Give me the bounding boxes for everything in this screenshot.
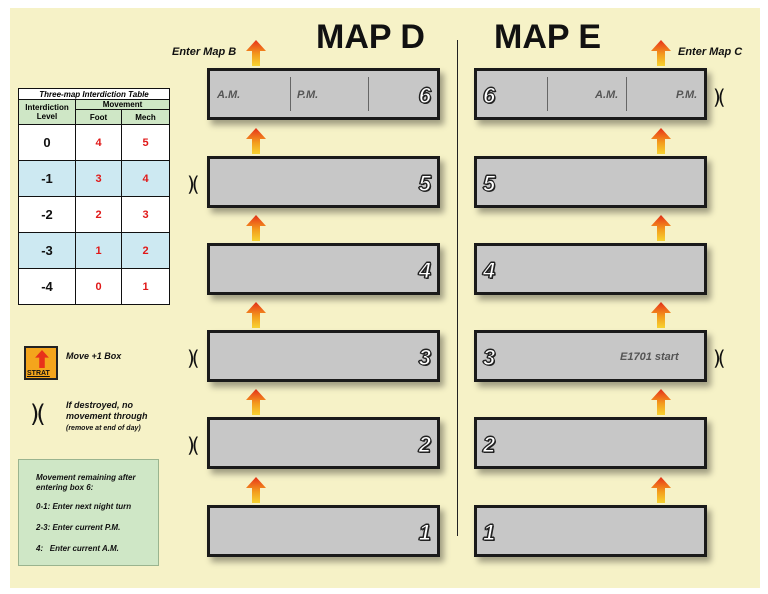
am-label: A.M. (595, 89, 619, 101)
arrow-up-icon (246, 128, 266, 154)
mech-cell: 1 (121, 268, 170, 305)
level-cell: -3 (18, 232, 76, 269)
destroyed-bracket-icon: )( (187, 346, 199, 370)
note-line: 2-3: Enter current P.M. (36, 523, 121, 532)
map-e-box-1[interactable]: 1 (474, 505, 707, 557)
destroyed-bracket-icon: )( (187, 172, 199, 196)
arrow-up-icon (246, 302, 266, 328)
box-number: 2 (482, 432, 496, 458)
level-cell: -1 (18, 160, 76, 197)
arrow-up-icon (246, 477, 266, 503)
box-divider (547, 77, 548, 111)
box-divider (368, 77, 369, 111)
mech-cell: 2 (121, 232, 170, 269)
box-number: 3 (418, 345, 431, 371)
map-e-box-5[interactable]: 5 (474, 156, 707, 208)
table-row: -1 3 4 (18, 160, 170, 197)
note-line: Movement remaining after (36, 473, 136, 482)
box-number: 1 (482, 520, 496, 546)
destroyed-bracket-icon: )( (713, 346, 725, 370)
mech-cell: 3 (121, 196, 170, 233)
movement-header: Movement (75, 99, 170, 110)
box-divider (290, 77, 291, 111)
arrow-up-icon (651, 128, 671, 154)
destroyed-legend-line2: movement through (66, 411, 148, 421)
arrow-up-icon (246, 389, 266, 415)
arrow-up-icon (246, 40, 266, 66)
box-number: 5 (482, 171, 496, 197)
box-number: 5 (418, 171, 431, 197)
table-row: -4 0 1 (18, 268, 170, 305)
destroyed-bracket-icon: )( (30, 400, 46, 428)
table-row: -3 1 2 (18, 232, 170, 269)
start-note: E1701 start (620, 351, 679, 363)
arrow-up-icon (246, 215, 266, 241)
col-header-level: Interdiction Level (18, 99, 76, 125)
destroyed-legend-line3: (remove at end of day) (66, 425, 141, 432)
col-header-foot: Foot (75, 109, 122, 125)
strat-label: STRAT (27, 370, 50, 377)
map-e-box-4[interactable]: 4 (474, 243, 707, 295)
level-cell: 0 (18, 124, 76, 161)
box-number: 1 (418, 520, 431, 546)
pm-label: P.M. (297, 89, 319, 101)
map-e-box-3[interactable]: 3 E1701 start (474, 330, 707, 382)
foot-cell: 0 (75, 268, 122, 305)
map-e-title: MAP E (494, 18, 602, 56)
arrow-up-icon (651, 389, 671, 415)
arrow-up-icon (651, 40, 671, 66)
table-row: 0 4 5 (18, 124, 170, 161)
map-e-box-6[interactable]: 6 A.M. P.M. (474, 68, 707, 120)
map-d-box-6[interactable]: A.M. P.M. 6 (207, 68, 440, 120)
level-cell: -4 (18, 268, 76, 305)
strat-marker-icon: STRAT (24, 346, 58, 380)
box-number: 4 (482, 258, 496, 284)
enter-map-c-label: Enter Map C (678, 46, 743, 58)
foot-cell: 4 (75, 124, 122, 161)
box-divider (626, 77, 627, 111)
arrow-up-icon (651, 302, 671, 328)
note-line: entering box 6: (36, 483, 94, 492)
arrow-up-icon (35, 350, 49, 368)
map-d-box-3[interactable]: 3 (207, 330, 440, 382)
pm-label: P.M. (676, 89, 698, 101)
foot-cell: 1 (75, 232, 122, 269)
arrow-up-icon (651, 215, 671, 241)
table-title: Three-map Interdiction Table (18, 88, 170, 100)
game-board: MAP D MAP E Enter Map B Enter Map C A.M.… (10, 8, 760, 588)
box-number: 6 (482, 83, 496, 109)
destroyed-bracket-icon: )( (713, 85, 725, 109)
map-d-title: MAP D (316, 18, 425, 56)
box-number: 2 (418, 432, 431, 458)
am-label: A.M. (217, 89, 241, 101)
movement-remaining-note: Movement remaining after entering box 6:… (18, 459, 159, 566)
mech-cell: 4 (121, 160, 170, 197)
destroyed-bracket-icon: )( (187, 433, 199, 457)
destroyed-legend-line1: If destroyed, no (66, 400, 134, 410)
mech-cell: 5 (121, 124, 170, 161)
map-d-box-1[interactable]: 1 (207, 505, 440, 557)
foot-cell: 2 (75, 196, 122, 233)
move-legend-text: Move +1 Box (66, 351, 122, 361)
map-e-box-2[interactable]: 2 (474, 417, 707, 469)
enter-map-b-label: Enter Map B (172, 46, 237, 58)
level-cell: -2 (18, 196, 76, 233)
map-divider (457, 40, 458, 536)
box-number: 6 (418, 83, 431, 109)
col-header-mech: Mech (121, 109, 170, 125)
map-d-box-5[interactable]: 5 (207, 156, 440, 208)
map-d-box-4[interactable]: 4 (207, 243, 440, 295)
map-d-box-2[interactable]: 2 (207, 417, 440, 469)
note-line: 4: Enter current A.M. (36, 544, 119, 553)
table-row: -2 2 3 (18, 196, 170, 233)
note-line: 0-1: Enter next night turn (36, 502, 132, 511)
box-number: 3 (482, 345, 496, 371)
box-number: 4 (418, 258, 431, 284)
arrow-up-icon (651, 477, 671, 503)
interdiction-table: Three-map Interdiction Table Interdictio… (18, 88, 170, 305)
foot-cell: 3 (75, 160, 122, 197)
